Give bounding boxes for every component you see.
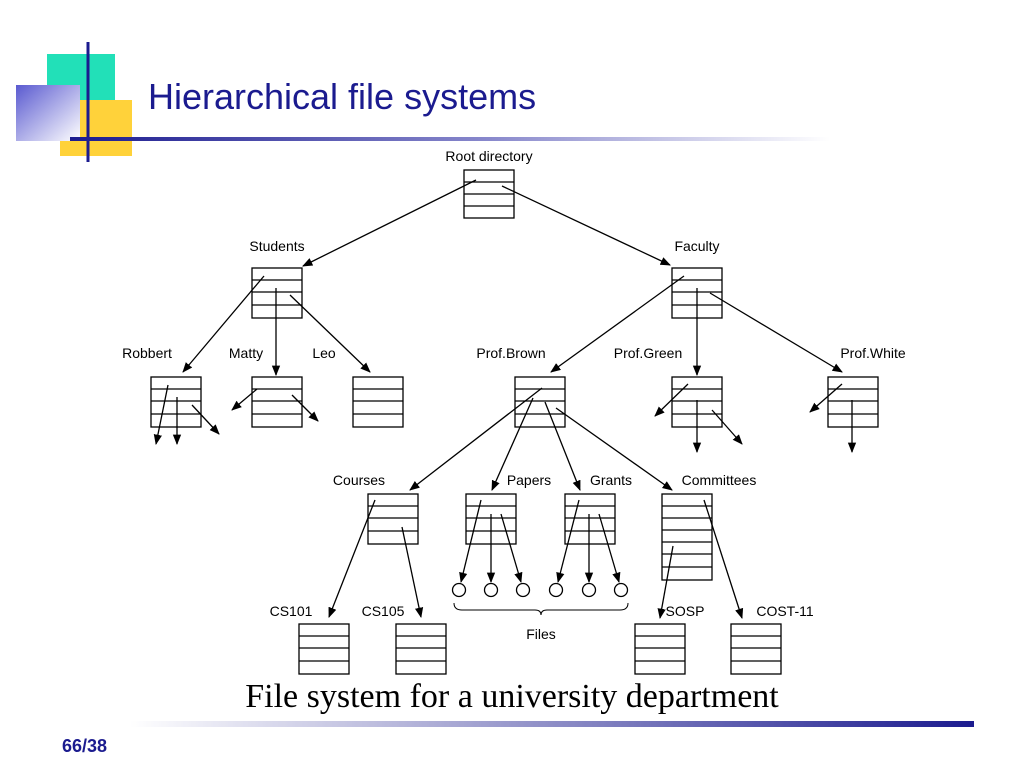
label-faculty: Faculty [674,238,719,254]
dir-cs105 [395,623,447,675]
dir-matty [251,376,303,428]
label-committees: Committees [682,472,757,488]
label-root: Root directory [445,148,532,164]
label-papers: Papers [507,472,551,488]
label-sosp: SOSP [666,603,705,619]
label-courses: Courses [333,472,385,488]
file-nodes [451,582,629,598]
label-leo: Leo [312,345,336,361]
dir-robbert [150,376,202,428]
label-cost11: COST-11 [756,603,814,619]
dir-committees [661,493,713,581]
dir-cost11 [730,623,782,675]
label-grants: Grants [590,472,632,488]
label-robbert: Robbert [122,345,172,361]
footer-line [130,721,974,727]
tree-arrows [153,179,857,620]
label-prof-brown: Prof.Brown [476,345,545,361]
decor-blue-square [16,85,80,141]
dir-sosp [634,623,686,675]
dir-root [463,169,515,219]
label-cs101: CS101 [270,603,313,619]
dir-prof-brown [514,376,566,428]
page-number: 66/38 [62,736,108,756]
files-brace [453,602,629,616]
slide-title: Hierarchical file systems [148,76,537,117]
dir-courses [367,493,419,545]
label-prof-white: Prof.White [840,345,906,361]
dir-cs101 [298,623,350,675]
dir-grants [564,493,616,545]
diagram-caption: File system for a university department [245,678,779,715]
dir-prof-white [827,376,879,428]
label-files: Files [526,626,556,642]
label-cs105: CS105 [362,603,405,619]
label-students: Students [249,238,304,254]
dir-leo [352,376,404,428]
dir-students [251,267,303,319]
label-prof-green: Prof.Green [614,345,682,361]
label-matty: Matty [229,345,263,361]
